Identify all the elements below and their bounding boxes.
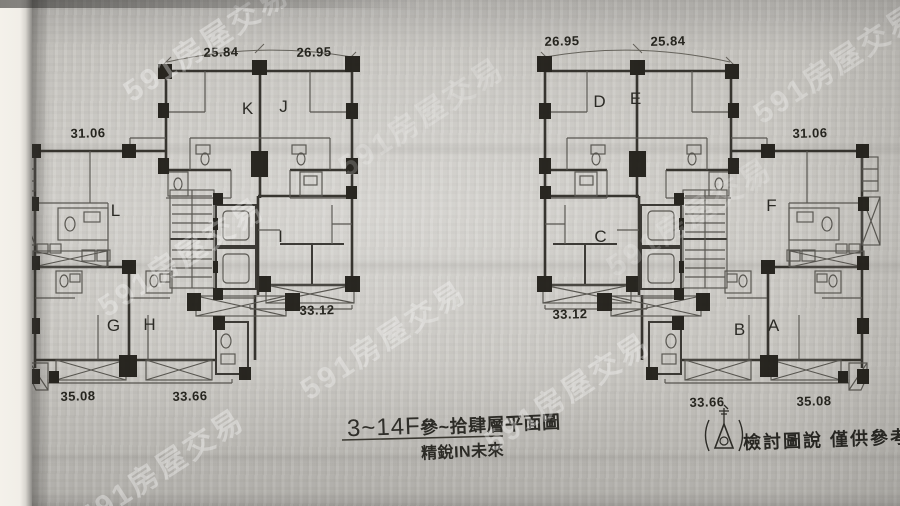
project-name-text: 精銳IN未來 <box>420 442 505 463</box>
paper-crease <box>0 452 900 464</box>
floorplan-left <box>15 42 362 392</box>
page-edge <box>0 0 32 506</box>
north-arrow-icon <box>704 404 744 452</box>
footer-underline <box>341 435 504 441</box>
page-edge-shadow <box>32 0 50 506</box>
floorplan-right <box>535 42 882 392</box>
paper-crease <box>0 142 900 156</box>
scan-top-shadow <box>0 0 420 8</box>
floor-range-text: 3~14F <box>346 412 422 443</box>
review-note-text: 檢討圖說 僅供參考 <box>742 427 900 453</box>
paper-crease <box>0 258 900 274</box>
